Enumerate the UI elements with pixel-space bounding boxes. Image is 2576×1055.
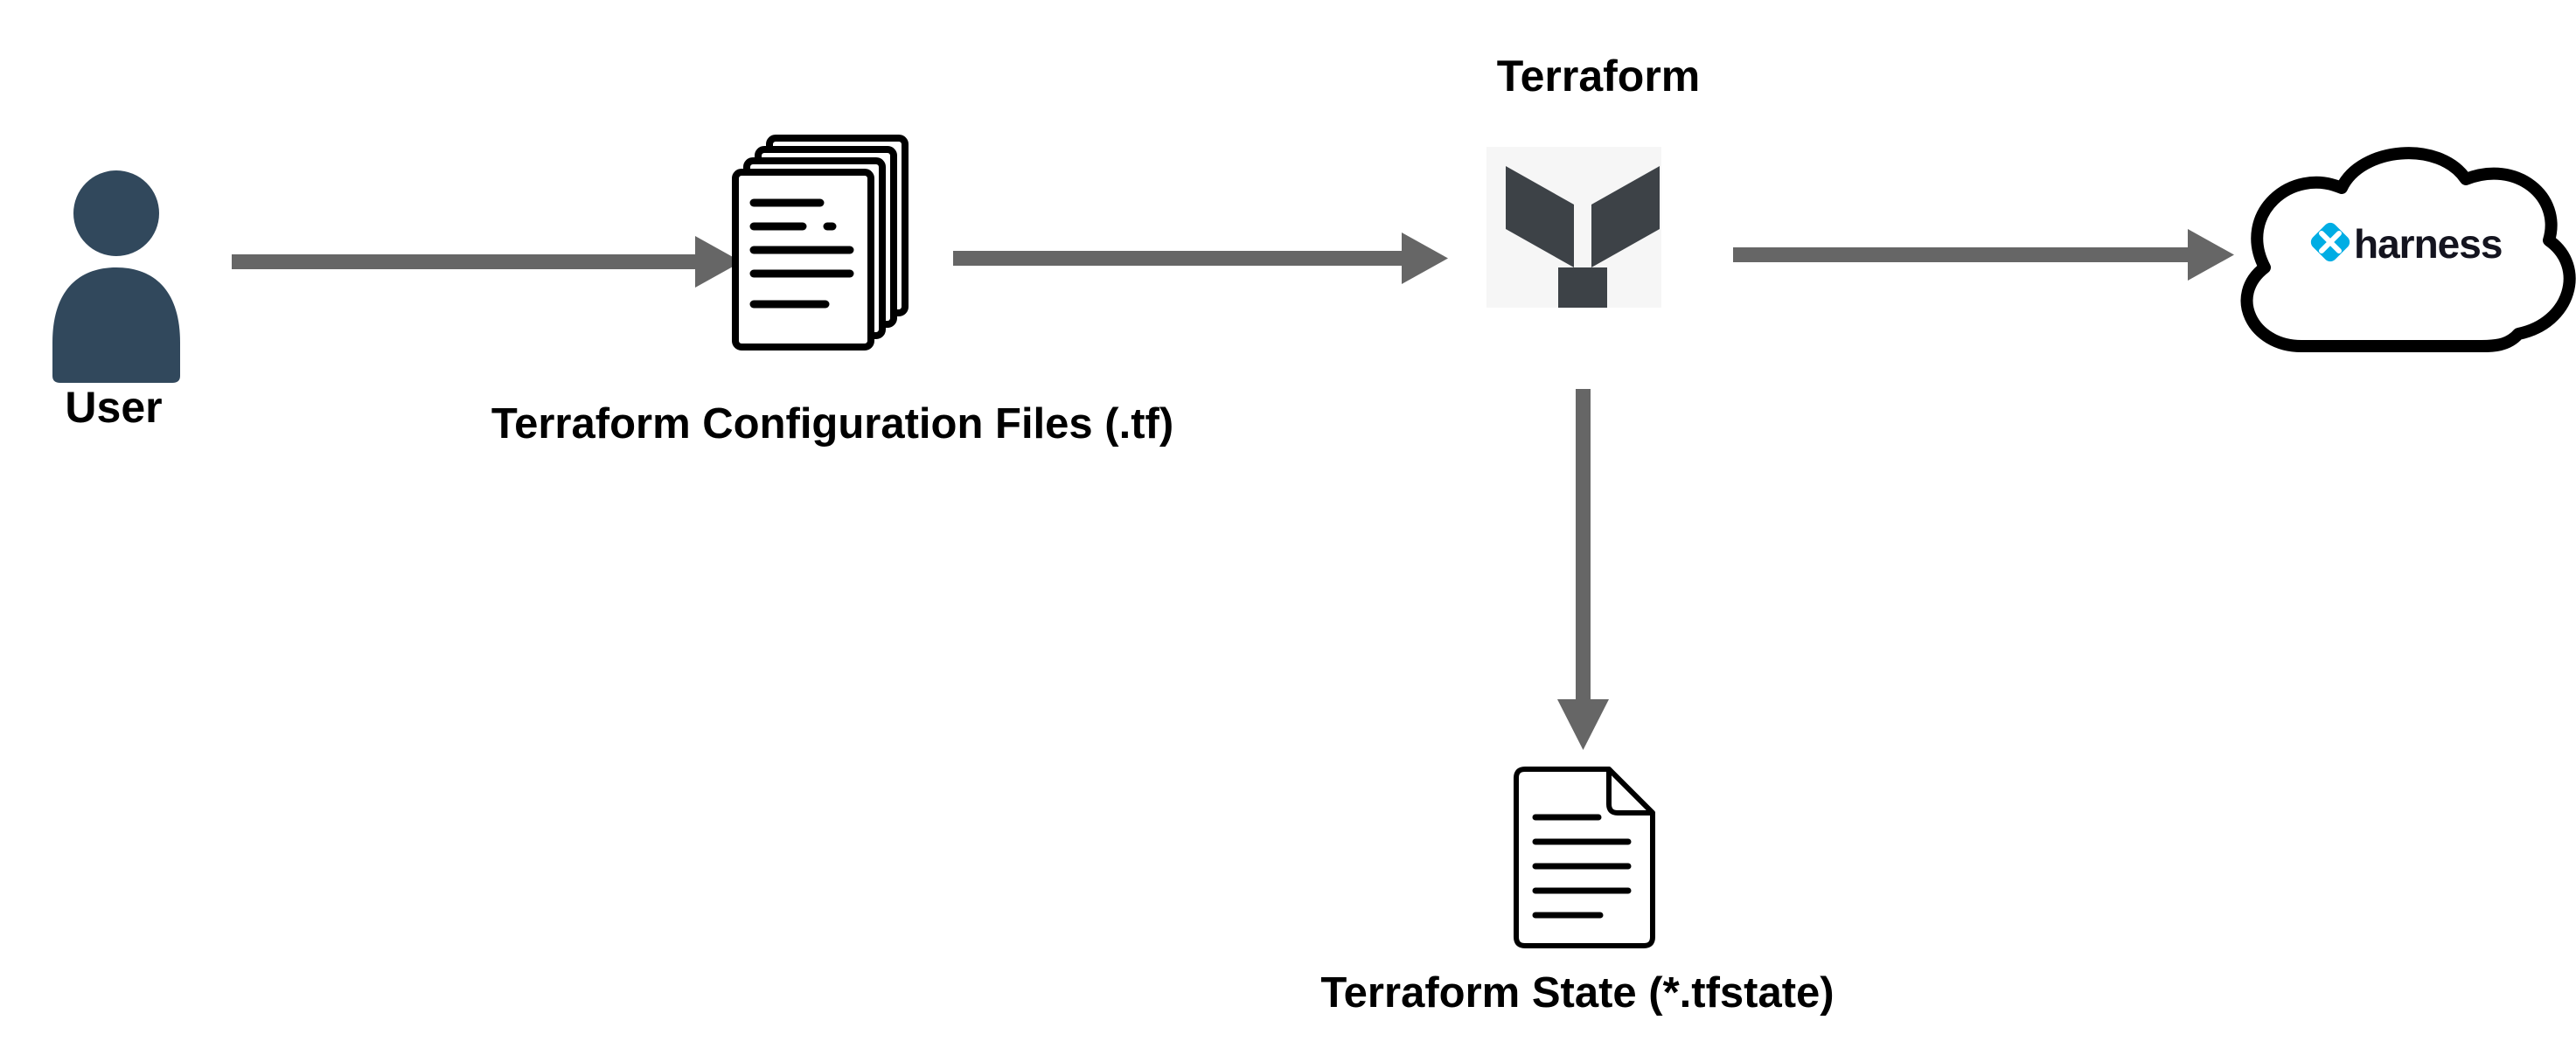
terraform-logo [1486, 147, 1661, 308]
arrow-terraform-to-harness [1733, 229, 2234, 281]
user-icon [52, 170, 180, 383]
arrow-head [1557, 699, 1609, 750]
arrow-terraform-to-state [1557, 389, 1609, 750]
arrow-user-to-config [232, 236, 741, 288]
arrow-shaft [1733, 247, 2188, 262]
terraform-logo-left-wing [1506, 166, 1574, 267]
user-label: User [65, 383, 163, 432]
state-file-label: Terraform State (*.tfstate) [1320, 969, 1835, 1017]
arrow-head [1402, 233, 1448, 284]
state-page-fold [1606, 767, 1655, 816]
harness-cloud-icon [2240, 147, 2576, 352]
user-body [52, 267, 180, 383]
state-page-text-lines [1532, 814, 1632, 919]
harness-diamond-cross [2319, 231, 2342, 253]
terraform-logo-stem [1558, 267, 1607, 308]
arrow-shaft [1576, 389, 1591, 699]
config-files-icon [732, 135, 909, 351]
state-file-icon [1514, 767, 1655, 948]
terraform-logo-right-wing [1591, 166, 1660, 267]
arrow-head [695, 236, 741, 288]
arrow-shaft [953, 251, 1402, 266]
arrow-head [2188, 229, 2234, 281]
harness-label: harness [2354, 221, 2503, 267]
harness-logo-icon [2310, 222, 2350, 262]
terraform-label: Terraform [1496, 52, 1701, 101]
user-head [73, 170, 159, 256]
arrow-shaft [232, 254, 695, 269]
cloud-outline [2240, 147, 2576, 352]
config-files-label: Terraform Configuration Files (.tf) [491, 400, 1174, 448]
arrow-config-to-terraform [953, 233, 1448, 284]
config-page-text-lines [749, 198, 854, 309]
config-page-front [732, 169, 874, 351]
